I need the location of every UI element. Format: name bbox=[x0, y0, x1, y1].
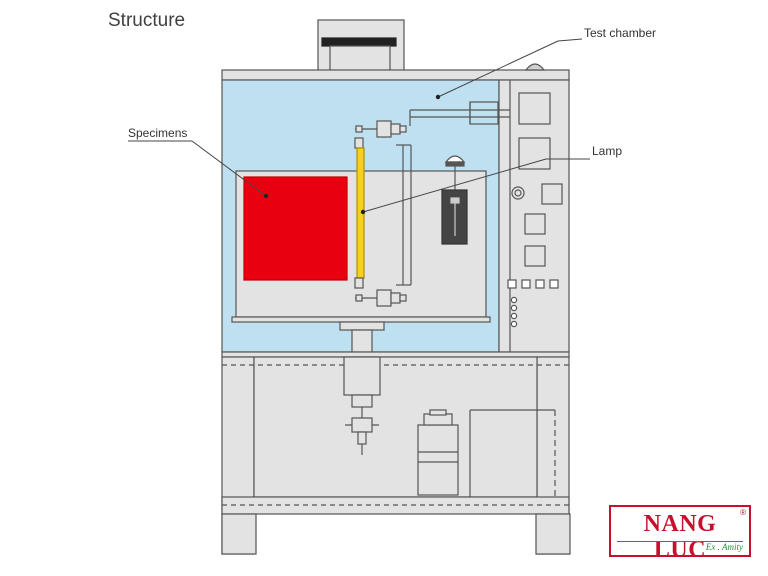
chamber-duct bbox=[409, 101, 510, 126]
sensor-probe bbox=[441, 155, 468, 245]
specimen-panel bbox=[243, 176, 348, 281]
reservoir bbox=[417, 409, 459, 496]
side-compartment bbox=[469, 409, 556, 497]
lamp-assembly bbox=[354, 120, 412, 307]
diagram-title: Structure bbox=[108, 10, 186, 31]
drive-motor bbox=[343, 356, 381, 455]
cabinet-top bbox=[221, 69, 570, 81]
brand-logo: NANG LUC ® Ex . Amity bbox=[609, 505, 751, 563]
leader-test-chamber bbox=[557, 38, 583, 42]
label-specimens: Specimens bbox=[128, 126, 188, 140]
label-lamp: Lamp bbox=[592, 144, 623, 158]
label-test-chamber: Test chamber bbox=[584, 26, 657, 40]
logo-tagline: Ex . Amity bbox=[617, 541, 743, 554]
logo-wordmark: NANG LUC bbox=[643, 511, 717, 563]
control-panel bbox=[498, 63, 570, 353]
lower-cabinet bbox=[221, 351, 571, 555]
logo-registered-mark: ® bbox=[740, 508, 746, 517]
